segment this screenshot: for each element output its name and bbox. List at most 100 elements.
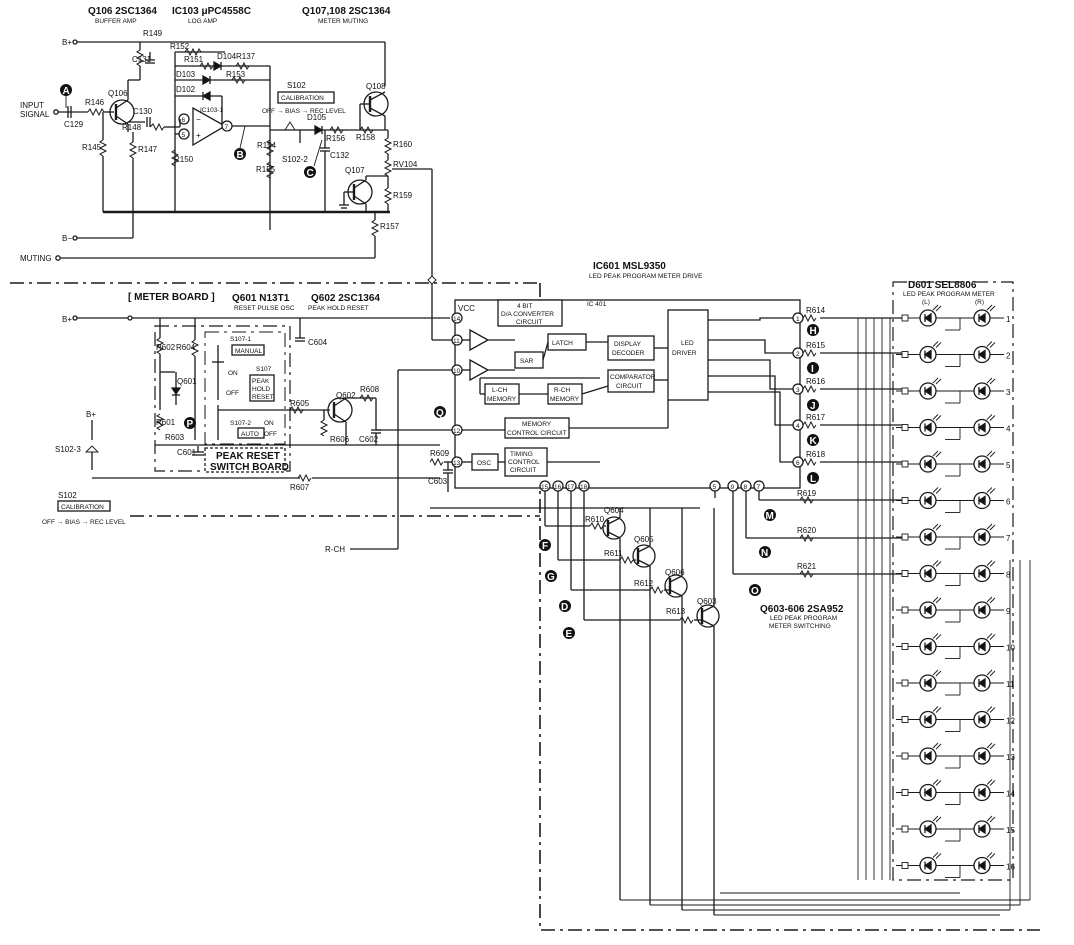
svg-text:E: E [566,629,573,640]
rch-line2: MEMORY [550,396,580,403]
pin-1: 1 [796,316,800,323]
test-point-m: M [764,509,776,522]
led-line2: DRIVER [672,350,697,357]
test-point-c: C [304,166,316,179]
led-right-8 [973,560,996,583]
led-right-1 [973,304,996,327]
manual-box [231,344,265,356]
led-left-8 [919,560,942,583]
peak-label: PEAK [252,378,270,385]
osc-label: OSC [477,460,491,467]
pin-3: 3 [796,387,800,394]
r153-label: R153 [226,70,246,79]
led-left-15 [919,815,942,838]
opamp-pin-5: 5 [182,132,186,139]
test-point-p: P [184,417,196,430]
meter-board-section: [ METER BOARD ] Q601 N13T1 RESET PULSE O… [10,282,1040,931]
pin-14: 14 [453,316,461,323]
input-label: INPUT [20,101,44,110]
meter-board-title: [ METER BOARD ] [128,292,215,303]
led-left-10 [919,633,942,656]
ic103-opamp [192,106,227,147]
led-row: 6 [896,487,1011,513]
led-left-5 [919,450,942,473]
c601-label: C601 [177,448,197,457]
meter-step-12: 12 [1006,717,1015,726]
q107-title: Q107,108 2SC1364 [302,6,391,17]
da-converter-block [497,299,563,327]
auto-label: AUTO [241,431,259,438]
led-row: 10 [896,633,1015,659]
display-decoder-block [607,335,655,361]
pin-5: 5 [713,484,717,491]
r151-label: R151 [184,55,204,64]
pin-8: 8 [744,484,748,491]
q106-title: Q106 2SC1364 [88,6,157,17]
led-right-11 [973,669,996,692]
cal-sequence-top: OFF → BIAS → REC LEVEL [262,108,346,115]
led-right-7 [973,523,996,546]
q604-label: Q604 [604,506,624,515]
r609-label: R609 [430,449,450,458]
q108-label: Q108 [366,82,386,91]
test-point-i: I [807,362,819,375]
reset-label: RESET [252,394,274,401]
q106-transistor [109,99,135,125]
led-left-7 [919,523,942,546]
r152-label: R152 [170,42,190,51]
sar-label: SAR [520,358,534,365]
r614-label: R614 [806,306,826,315]
calibration-label-low: CALIBRATION [61,504,104,511]
bplus-label-low: B+ [86,410,96,419]
r159-label: R159 [393,191,413,200]
test-point-a: A [60,84,72,97]
svg-text:G: G [547,572,555,583]
ic103-title: IC103 μPC4558C [172,6,251,17]
rch-label: R-CH [325,545,345,554]
led-right-14 [973,779,996,802]
pin-15: 15 [541,484,549,491]
q603-606-sub2: METER SWITCHING [769,623,831,630]
opamp-pin-7: 7 [225,124,229,131]
left-channel-label: (L) [922,299,930,306]
r608-label: R608 [360,385,380,394]
led-row: 14 [896,779,1015,805]
r615-label: R615 [806,341,826,350]
svg-text:J: J [810,401,816,412]
d601-subtitle: LED PEAK PROGRAM METER [903,291,995,298]
d105-label: D105 [307,113,327,122]
meter-step-9: 9 [1006,607,1011,616]
r610-label: R610 [585,515,605,524]
manual-label: MANUAL [235,348,262,355]
r611-label: R611 [604,549,623,558]
test-point-k: K [807,434,819,447]
rch-line1: R-CH [554,387,571,394]
comparator-circuit-block [607,369,655,393]
led-row: 4 [896,414,1011,440]
svg-text:D: D [561,602,568,613]
test-point-f: F [539,539,551,552]
led-right-4 [973,414,996,437]
svg-text:−: − [196,115,201,124]
led-line1: LED [681,340,694,347]
q603-606-title: Q603-606 2SA952 [760,604,844,615]
svg-text:H: H [810,326,817,337]
ic601-title: IC601 MSL9350 [593,261,666,272]
svg-text:A: A [63,86,70,97]
r157-label: R157 [380,222,400,231]
c131-label: C131 [132,55,152,64]
test-point-j: J [807,399,819,412]
bminus-label: B− [62,234,72,243]
timing-control-block [504,447,548,477]
r605-label: R605 [290,399,310,408]
s102-label: S102 [287,81,306,90]
pin-7: 7 [757,484,761,491]
led-row: 12 [896,706,1015,732]
meter-step-14: 14 [1006,790,1015,799]
meter-step-15: 15 [1006,826,1015,835]
r618-label: R618 [806,450,826,459]
q602-subtitle: PEAK HOLD RESET [308,305,369,312]
r619-label: R619 [797,489,817,498]
r150-label: R150 [174,155,194,164]
